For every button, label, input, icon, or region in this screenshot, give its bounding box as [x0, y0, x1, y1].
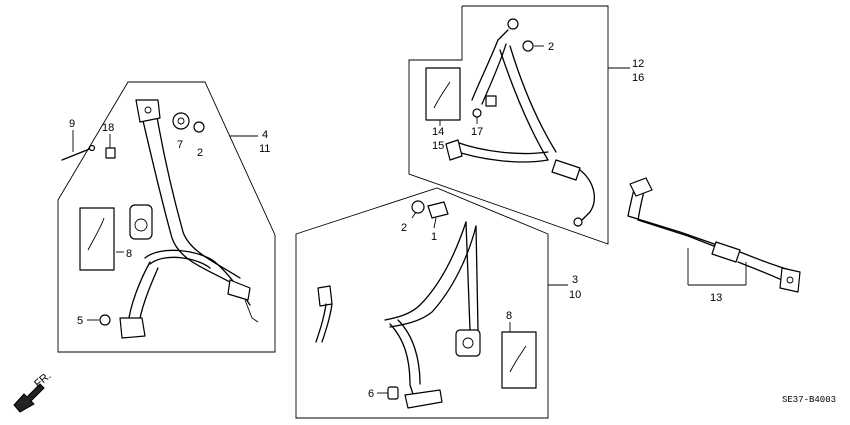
callout-15: 15 [432, 140, 444, 152]
front-direction-arrow-icon [13, 383, 45, 413]
upper-right-assembly-panel [408, 5, 630, 245]
left-assembly-panel [57, 81, 276, 353]
callout-17: 17 [471, 126, 483, 138]
callout-8-left: 8 [126, 248, 132, 260]
callout-8-center: 8 [506, 310, 512, 322]
callout-14: 14 [432, 126, 444, 138]
front-direction-label: FR. [32, 370, 53, 391]
center-assembly-panel [295, 187, 568, 419]
callout-6: 6 [368, 388, 374, 400]
callout-2-center: 2 [401, 222, 407, 234]
callout-11: 11 [259, 143, 270, 155]
callout-2-upper: 2 [548, 41, 554, 53]
callout-13: 13 [710, 292, 722, 304]
callout-2-left: 2 [197, 147, 203, 159]
callout-12: 12 [632, 58, 644, 70]
figure-code: SE37-B4003 [782, 395, 836, 405]
callout-10: 10 [569, 289, 581, 301]
callout-9: 9 [69, 118, 75, 130]
right-lap-belt-part [627, 177, 801, 293]
callout-3: 3 [572, 274, 578, 286]
callout-16: 16 [632, 72, 644, 84]
callout-5: 5 [77, 315, 83, 327]
callout-1: 1 [431, 231, 437, 243]
callout-7: 7 [177, 139, 183, 151]
callout-18: 18 [102, 122, 114, 134]
callout-4: 4 [262, 129, 268, 141]
